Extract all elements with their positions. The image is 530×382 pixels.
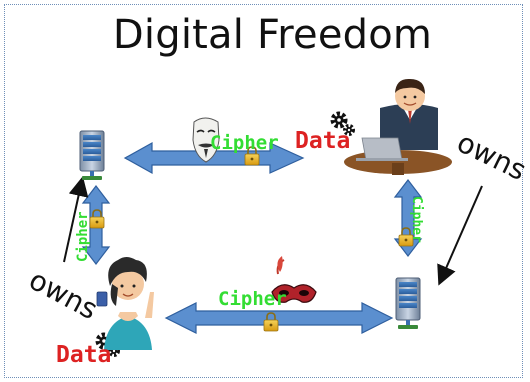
- woman-icon: [96, 257, 154, 350]
- diagram-frame: [4, 4, 523, 378]
- top-double-arrow: [123, 141, 305, 175]
- anonymous-mask-icon: [192, 117, 220, 163]
- owns-label-right: owns: [452, 126, 530, 187]
- padlock-icon: [398, 227, 414, 247]
- padlock-icon: [244, 146, 260, 166]
- bottom-double-arrow: [164, 302, 394, 334]
- server-icon: [395, 277, 421, 329]
- cipher-label-right: Cipher: [409, 196, 424, 243]
- padlock-icon: [89, 209, 105, 229]
- businessman-icon: [344, 78, 452, 175]
- diagram-title: Digital Freedom: [112, 12, 433, 58]
- cipher-label-top: Cipher: [210, 132, 279, 154]
- right-double-arrow: [393, 179, 423, 257]
- owns-label-left: owns: [24, 263, 103, 326]
- owns-arrow-left: [63, 176, 89, 263]
- gears-icon: [330, 111, 355, 136]
- cipher-label-left: Cipher: [75, 211, 91, 262]
- server-icon: [79, 130, 105, 180]
- owns-arrow-right: [437, 185, 483, 286]
- padlock-icon: [263, 312, 279, 332]
- cipher-label-bottom: Cipher: [218, 288, 287, 310]
- masquerade-mask-icon: [271, 256, 317, 303]
- data-label-top: Data: [295, 128, 350, 154]
- data-label-bottom: Data: [56, 342, 111, 368]
